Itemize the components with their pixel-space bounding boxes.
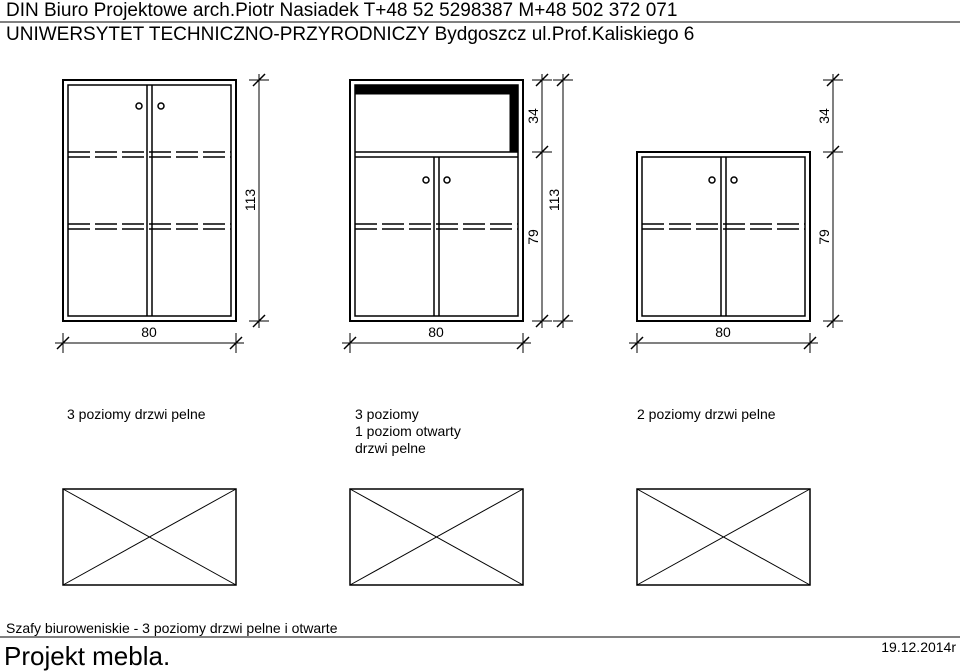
cabinet-1-handle-right-icon — [157, 102, 165, 110]
cabinet-3-elevation — [629, 73, 843, 586]
cabinet-3-handle-right-icon — [730, 176, 738, 184]
cabinet-1-height-label: 113 — [242, 189, 258, 212]
cabinet-1-outer-frame — [62, 79, 237, 322]
cabinet-3-bottom-height-label: 79 — [816, 229, 832, 245]
header-office-line: DIN Biuro Projektowe arch.Piotr Nasiadek… — [6, 0, 678, 21]
cabinet-3-outer-frame — [636, 151, 811, 322]
cabinet-2-total-height-label: 113 — [546, 189, 562, 212]
cabinet-3-plan — [636, 488, 811, 586]
footer-date: 19.12.2014r — [881, 639, 956, 655]
cabinet-2-elevation — [342, 73, 573, 586]
cabinet-2-handle-right-icon — [443, 176, 451, 184]
footer-subtitle: Szafy biuroweniskie - 3 poziomy drzwi pe… — [6, 620, 338, 636]
cabinet-3-handle-left-icon — [708, 176, 716, 184]
cabinet-2-plan — [349, 488, 524, 586]
cabinet-2-inner-frame — [354, 84, 519, 317]
cabinet-2-open-niche-back — [354, 84, 519, 153]
cabinet-2-outer-frame — [349, 79, 524, 322]
cabinet-3-top-height-label: 34 — [816, 108, 832, 124]
cabinet-2-handle-left-icon — [422, 176, 430, 184]
cabinet-2-top-height-label: 34 — [525, 108, 541, 124]
cabinet-1-plan — [62, 488, 237, 586]
cabinet-3-inner-frame — [641, 156, 806, 317]
cabinet-1-elevation — [55, 73, 269, 586]
cabinet-3-width-label: 80 — [715, 324, 731, 340]
cabinet-1-width-label: 80 — [141, 324, 157, 340]
cabinet-2-caption: 3 poziomy 1 poziom otwarty drzwi pelne — [355, 406, 461, 456]
header-university-line: UNIWERSYTET TECHNICZNO-PRZYRODNICZY Bydg… — [6, 24, 695, 45]
cabinet-3-caption: 2 poziomy drzwi pelne — [637, 406, 776, 422]
cabinet-1-caption: 3 poziomy drzwi pelne — [67, 406, 206, 422]
cabinet-2-bottom-height-label: 79 — [525, 229, 541, 245]
cabinet-1-inner-frame — [67, 84, 232, 317]
footer-title: Projekt mebla. — [4, 641, 171, 671]
cabinet-2-width-label: 80 — [428, 324, 444, 340]
cabinet-1-handle-left-icon — [135, 102, 143, 110]
